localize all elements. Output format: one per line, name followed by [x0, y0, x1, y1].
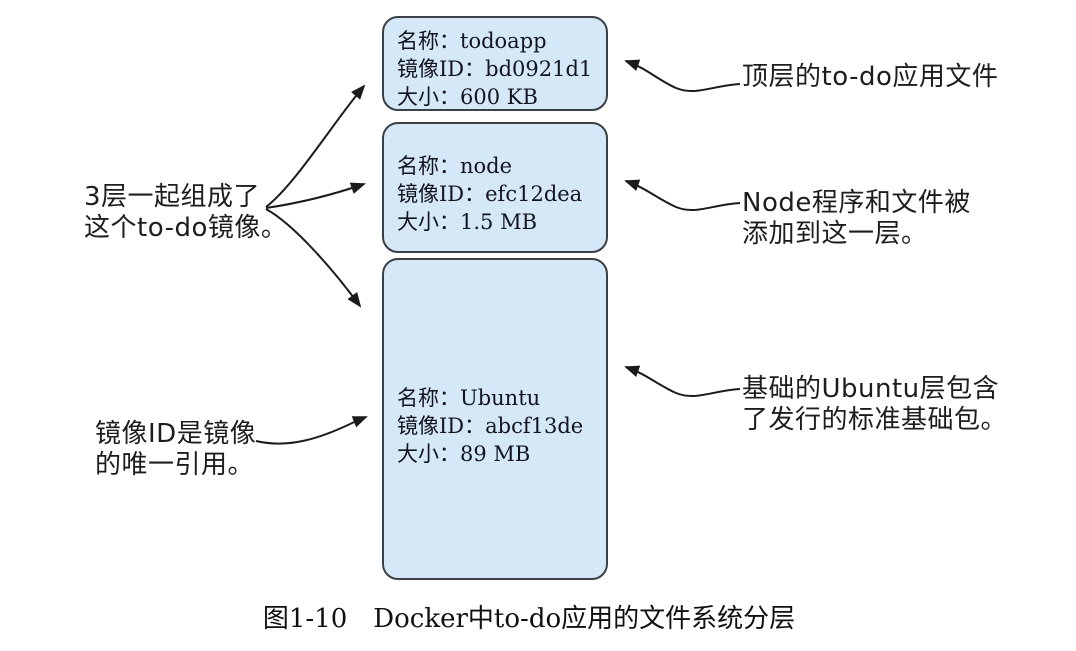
layer-name-line: 名称：Ubuntu: [397, 386, 541, 410]
layer-box-top-text: 名称：todoapp 镜像ID：bd0921d1 大小：600 KB: [397, 27, 600, 111]
annotation-line: 3层一起组成了: [84, 182, 261, 212]
arrow-ubuntu-note: [624, 365, 741, 397]
layer-name-line: 名称：todoapp: [397, 29, 547, 53]
layer-id-line: 镜像ID：efc12dea: [397, 182, 583, 206]
annotation-ubuntu-layer: 基础的Ubuntu层包含 了发行的标准基础包。: [742, 374, 1007, 436]
annotation-top-layer: 顶层的to-do应用文件: [742, 62, 998, 93]
annotation-line: 镜像ID是镜像: [95, 419, 257, 449]
annotation-line: 顶层的to-do应用文件: [742, 62, 999, 92]
layer-box-base: 名称：Ubuntu 镜像ID：abcf13de 大小：89 MB: [382, 258, 608, 580]
layer-box-middle: 名称：node 镜像ID：efc12dea 大小：1.5 MB: [382, 122, 608, 253]
figure-caption-title: Docker中to-do应用的文件系统分层: [373, 604, 796, 634]
annotation-line: 了发行的标准基础包。: [742, 405, 1008, 435]
figure-caption-number: 图1-10: [262, 604, 348, 634]
layer-id-line: 镜像ID：abcf13de: [397, 414, 584, 438]
annotation-line: 添加到这一层。: [742, 219, 928, 249]
annotation-line: 基础的Ubuntu层包含: [742, 374, 1000, 404]
layer-box-base-text: 名称：Ubuntu 镜像ID：abcf13de 大小：89 MB: [397, 384, 600, 468]
annotation-node-layer: Node程序和文件被 添加到这一层。: [742, 188, 971, 250]
figure-caption: 图1-10 Docker中to-do应用的文件系统分层: [0, 603, 1076, 635]
annotation-image-id: 镜像ID是镜像 的唯一引用。: [95, 419, 256, 481]
arrow-node-note: [624, 179, 741, 211]
layer-box-middle-text: 名称：node 镜像ID：efc12dea 大小：1.5 MB: [397, 152, 600, 236]
layer-size-line: 大小：89 MB: [397, 442, 531, 466]
annotation-line: 这个to-do镜像。: [84, 213, 288, 243]
arrow-top-note: [624, 59, 741, 92]
layer-box-top: 名称：todoapp 镜像ID：bd0921d1 大小：600 KB: [382, 16, 608, 111]
layer-name-line: 名称：node: [397, 154, 513, 178]
layer-size-line: 大小：1.5 MB: [397, 210, 538, 234]
annotation-line: Node程序和文件被: [742, 188, 971, 218]
annotation-line: 的唯一引用。: [95, 450, 255, 480]
arrow-image-id-note: [255, 416, 368, 445]
layer-size-line: 大小：600 KB: [397, 85, 538, 109]
layer-id-line: 镜像ID：bd0921d1: [397, 57, 593, 81]
annotation-layers-compose: 3层一起组成了 这个to-do镜像。: [84, 182, 287, 244]
